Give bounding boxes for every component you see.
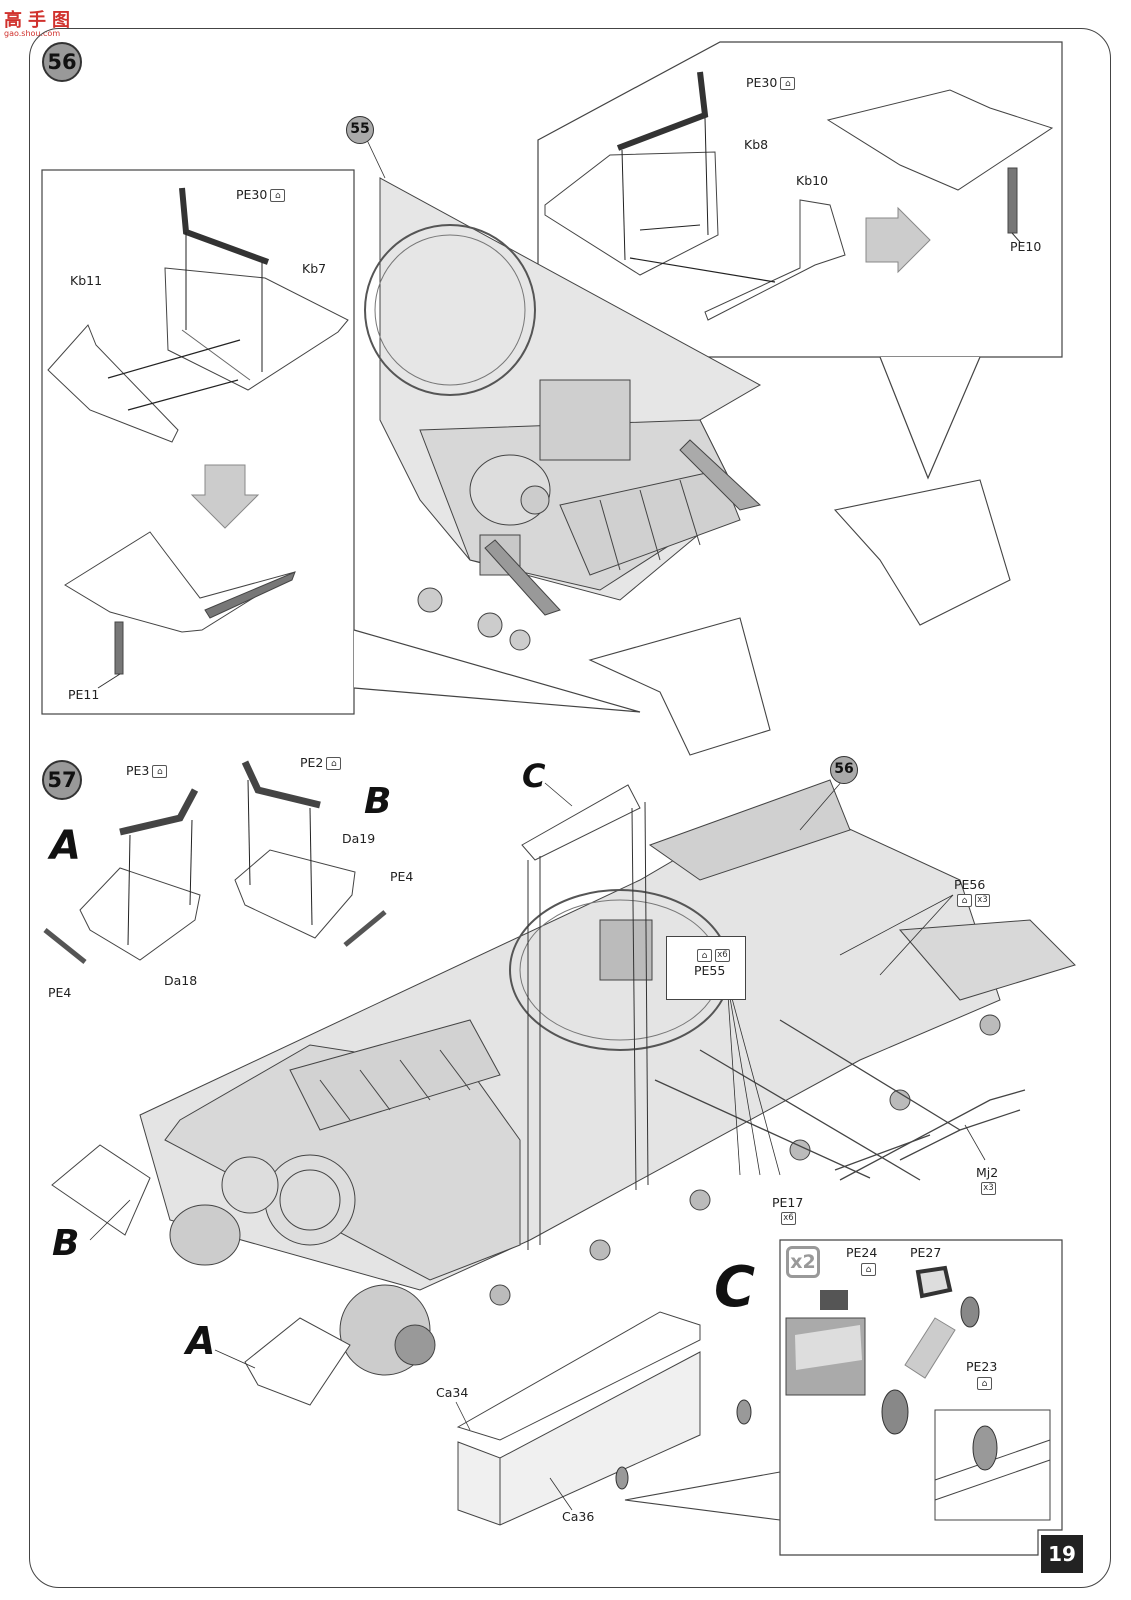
etched-part-icon: ⌂: [152, 765, 168, 778]
label-pe55: PE55: [694, 963, 726, 978]
step56-left-inset: [41, 169, 355, 715]
label-ca36: Ca36: [562, 1509, 595, 1524]
label-pe17: PE17: [772, 1195, 804, 1210]
etched-part-icon: ⌂: [326, 757, 342, 770]
quantity-badge: x3: [981, 1182, 996, 1195]
etched-part-icon: ⌂: [780, 77, 796, 90]
label-pe30-left: PE30⌂: [236, 188, 286, 202]
watermark-text: 高手图: [4, 10, 76, 31]
quantity-badge: x6: [781, 1212, 796, 1225]
label-pe3: PE3⌂: [126, 764, 168, 778]
watermark-url: gao.shou.com: [4, 29, 61, 38]
quantity-badge: x3: [975, 894, 990, 907]
pe24-badges: ⌂: [858, 1262, 876, 1276]
pe17-badges: x6: [778, 1211, 796, 1225]
pe55-callout-box: [666, 936, 746, 1000]
sub-step-c-label: C: [522, 757, 546, 795]
label-pe30-right: PE30⌂: [746, 76, 796, 90]
label-pe4-a: PE4: [48, 985, 72, 1000]
label-kb11: Kb11: [70, 273, 103, 288]
label-kb8: Kb8: [744, 137, 769, 152]
pe56-badges: ⌂x3: [954, 893, 990, 907]
label-mj2: Mj2: [976, 1165, 999, 1180]
label-pe27: PE27: [910, 1245, 942, 1260]
label-pe10: PE10: [1010, 239, 1042, 254]
label-pe24: PE24: [846, 1245, 878, 1260]
label-pe56: PE56: [954, 877, 986, 892]
quantity-badge: x6: [715, 949, 730, 962]
page-number: 19: [1041, 1535, 1083, 1573]
detail-c-label: C: [714, 1255, 756, 1320]
pe55-badges: ⌂x6: [694, 948, 730, 962]
etched-part-icon: ⌂: [977, 1377, 992, 1390]
label-pe11: PE11: [68, 687, 100, 702]
step-56-number: 56: [42, 42, 82, 82]
etched-part-icon: ⌂: [957, 894, 972, 907]
label-pe23: PE23: [966, 1359, 998, 1374]
quantity-x2-badge: x2: [786, 1246, 820, 1278]
label-ca34: Ca34: [436, 1385, 469, 1400]
fender-b-label: B: [52, 1223, 80, 1264]
label-pe4-b: PE4: [390, 869, 414, 884]
step57-hull-drawing: [139, 779, 1076, 1376]
etched-part-icon: ⌂: [270, 189, 286, 202]
etched-part-icon: ⌂: [861, 1263, 876, 1276]
sub-step-b-label: B: [364, 781, 392, 822]
ref-step-55: 55: [346, 116, 374, 144]
etched-part-icon: ⌂: [697, 949, 712, 962]
step56-hull-drawing: [364, 177, 762, 651]
label-pe2: PE2⌂: [300, 756, 342, 770]
label-da18: Da18: [164, 973, 198, 988]
watermark-logo: 高手图 gao.shou.com: [4, 6, 84, 40]
page-frame: [29, 28, 1111, 1588]
ref-step-56: 56: [830, 756, 858, 784]
label-kb10: Kb10: [796, 173, 829, 188]
fender-a-label: A: [186, 1319, 216, 1363]
sub-step-a-label: A: [50, 823, 81, 869]
label-kb7: Kb7: [302, 261, 327, 276]
step-57-number: 57: [42, 760, 82, 800]
pe23-badges: ⌂: [974, 1376, 992, 1390]
mj2-badges: x3: [978, 1181, 996, 1195]
label-da19: Da19: [342, 831, 376, 846]
